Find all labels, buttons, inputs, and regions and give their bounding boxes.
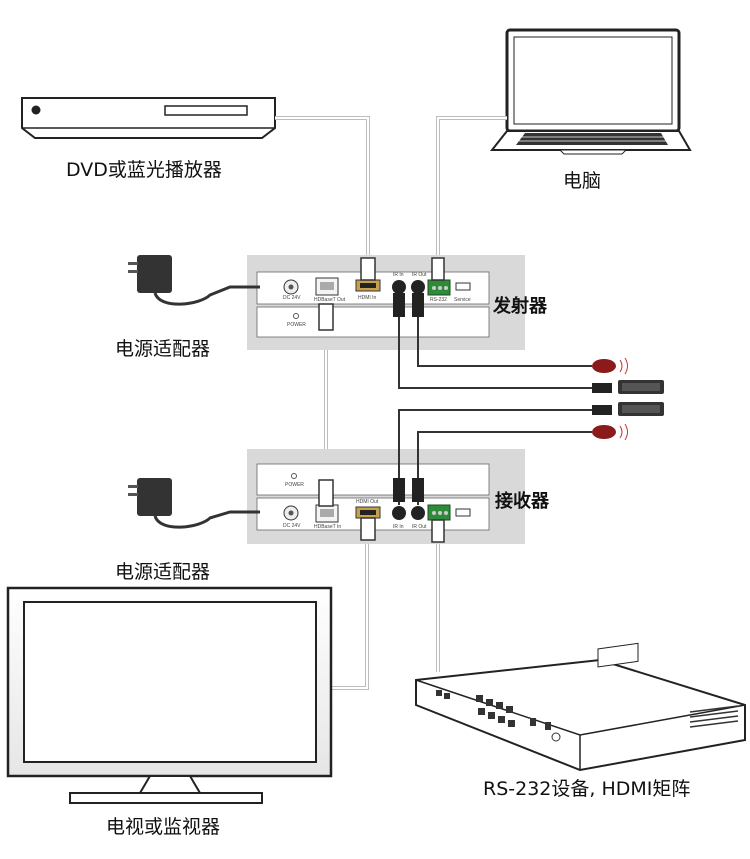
computer-label: 电脑 — [563, 170, 602, 192]
rx-power-label: POWER — [285, 482, 304, 488]
computer-icon — [489, 28, 692, 155]
power-adapter-top-label: 电源适配器 — [115, 338, 211, 360]
tx-rj45-connector — [318, 303, 334, 331]
tx-irin-label: IR In — [393, 272, 404, 278]
display-label: 电视或监视器 — [106, 816, 221, 838]
ir-emitter-icon — [592, 357, 628, 375]
rx-irout-label: IR Out — [412, 524, 427, 530]
tx-dc-label: DC 24V — [283, 295, 301, 301]
matrix-label: RS-232设备, HDMI矩阵 — [483, 778, 691, 800]
transmitter-label: 发射器 — [493, 296, 547, 317]
rx-irin-label: IR In — [393, 524, 404, 530]
tx-irout-label: IR Out — [412, 272, 427, 278]
matrix-icon — [415, 642, 746, 772]
ir-emitter-icon-2 — [592, 423, 628, 441]
rx-rs232-connector — [431, 519, 445, 543]
power-adapter-bottom-label: 电源适配器 — [115, 561, 211, 583]
tx-rs232-label: RS-232 — [430, 297, 447, 303]
rx-hdmi-connector — [360, 517, 376, 541]
rx-rj45-connector — [318, 479, 334, 507]
power-adapter-bottom-icon — [128, 478, 260, 529]
receiver-device: POWER DC 24V HDBaseT In HDMI Out IR In I… — [247, 449, 525, 544]
tx-power-label: POWER — [287, 322, 306, 328]
tx-rs232-connector — [431, 257, 445, 281]
dvd-player-icon — [21, 97, 276, 139]
ir-receiver-icon-2 — [592, 402, 664, 416]
rx-hdbaset-label: HDBaseT In — [314, 524, 341, 530]
transmitter-device: DC 24V HDBaseT Out HDMI In IR In IR Out … — [247, 255, 525, 350]
tx-ir-cables — [398, 294, 592, 389]
tx-service-label: Service — [454, 297, 471, 303]
dvd-player-label: DVD或蓝光播放器 — [66, 159, 222, 181]
display-icon — [6, 586, 333, 804]
power-adapter-top-icon — [128, 255, 260, 306]
rx-dc-label: DC 24V — [283, 523, 301, 529]
ir-receiver-icon — [592, 380, 664, 394]
tx-hdmi-label: HDMI In — [358, 295, 377, 301]
tx-hdmi-connector — [360, 257, 376, 281]
tx-hdbaset-label: HDBaseT Out — [314, 297, 346, 303]
rx-hdmi-label: HDMI Out — [356, 499, 379, 505]
receiver-label: 接收器 — [495, 491, 549, 512]
